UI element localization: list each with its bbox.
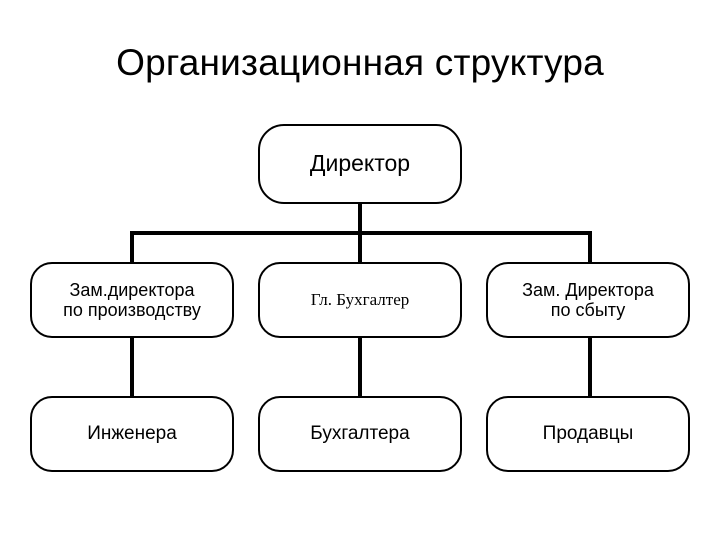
connector-bus-to-deputy-production bbox=[130, 231, 134, 262]
node-engineers[interactable]: Инженера bbox=[30, 396, 234, 472]
connector-director-down bbox=[358, 204, 362, 234]
node-sellers-label: Продавцы bbox=[542, 423, 634, 445]
connector-bus-to-deputy-sales bbox=[588, 231, 592, 262]
connector-deputy-production-to-engineers bbox=[130, 338, 134, 396]
node-engineers-label: Инженера bbox=[87, 423, 177, 445]
node-chief-accountant[interactable]: Гл. Бухгалтер bbox=[258, 262, 462, 338]
connector-deputy-sales-to-sellers bbox=[588, 338, 592, 396]
connector-chief-accountant-to-accountants bbox=[358, 338, 362, 396]
node-deputy-sales-label: Зам. Директора по сбыту bbox=[522, 279, 654, 320]
node-accountants-label: Бухгалтера bbox=[310, 423, 410, 445]
node-accountants[interactable]: Бухгалтера bbox=[258, 396, 462, 472]
node-director[interactable]: Директор bbox=[258, 124, 462, 204]
node-director-label: Директор bbox=[309, 150, 411, 177]
page-title: Организационная структура bbox=[116, 42, 604, 83]
node-deputy-sales[interactable]: Зам. Директора по сбыту bbox=[486, 262, 690, 338]
node-deputy-production[interactable]: Зам.директора по производству bbox=[30, 262, 234, 338]
node-sellers[interactable]: Продавцы bbox=[486, 396, 690, 472]
node-deputy-production-label: Зам.директора по производству bbox=[63, 279, 201, 320]
connector-bus-to-chief-accountant bbox=[358, 231, 362, 262]
node-chief-accountant-label: Гл. Бухгалтер bbox=[310, 290, 410, 310]
